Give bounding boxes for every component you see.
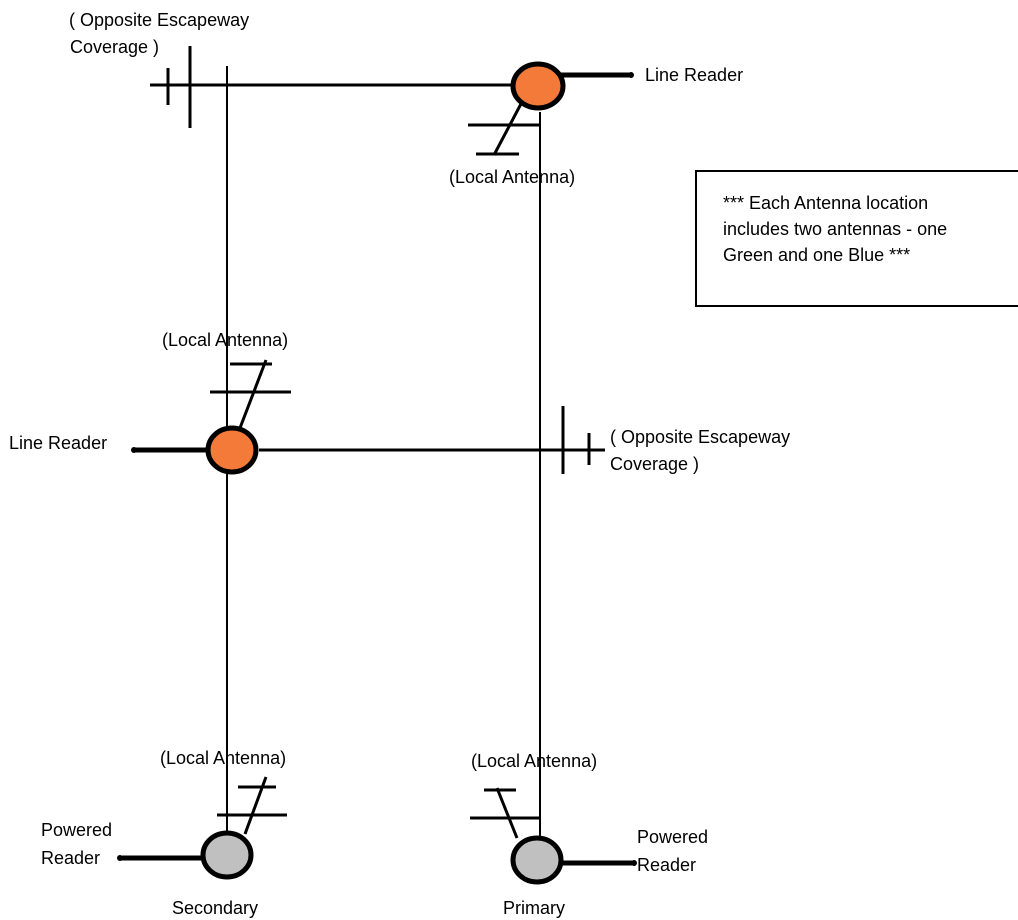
top-left-coverage-label-line2: Coverage ) — [70, 37, 159, 57]
primary-label: Primary — [503, 898, 565, 918]
secondary-powered-reader-lead-dot — [117, 855, 123, 861]
bottom-right-local-antenna-label: (Local Antenna) — [471, 751, 597, 771]
primary-powered-reader-node — [510, 835, 564, 885]
mid-line-reader-node — [205, 425, 259, 475]
mid-local-antenna-stem — [238, 359, 268, 429]
right-powered-reader-label-line1: Powered — [637, 827, 708, 847]
mid-right-coverage-label-line2: Coverage ) — [610, 454, 699, 474]
primary-powered-reader-lead-dot — [631, 860, 637, 866]
top-line-reader-label: Line Reader — [645, 65, 743, 85]
bottom-left-local-antenna-label: (Local Antenna) — [160, 748, 286, 768]
right-powered-reader-label-line2: Reader — [637, 855, 696, 875]
antenna-note-line3: Green and one Blue *** — [723, 245, 911, 265]
antenna-note-line2: includes two antennas - one — [723, 219, 948, 239]
left-powered-reader-label-line2: Reader — [41, 848, 100, 868]
top-local-antenna-stem — [492, 99, 525, 156]
top-left-coverage-label-line1: ( Opposite Escapeway — [69, 10, 249, 30]
antenna-note-line1: *** Each Antenna location — [723, 193, 929, 213]
secondary-label: Secondary — [172, 898, 258, 918]
mid-right-coverage-label-line1: ( Opposite Escapeway — [610, 427, 790, 447]
secondary-powered-reader-node — [200, 830, 254, 880]
mid-local-antenna-label: (Local Antenna) — [162, 330, 288, 350]
mid-line-reader-label: Line Reader — [9, 433, 107, 453]
bottom-right-local-antenna-stem — [495, 787, 519, 839]
antenna-note-box: *** Each Antenna location includes two a… — [695, 170, 1018, 307]
left-powered-reader-label-line1: Powered — [41, 820, 112, 840]
top-local-antenna-label: (Local Antenna) — [449, 167, 575, 187]
top-line-reader-node — [510, 61, 566, 111]
top-line-reader-lead-dot — [628, 72, 634, 78]
mid-line-reader-lead-dot — [131, 447, 137, 453]
